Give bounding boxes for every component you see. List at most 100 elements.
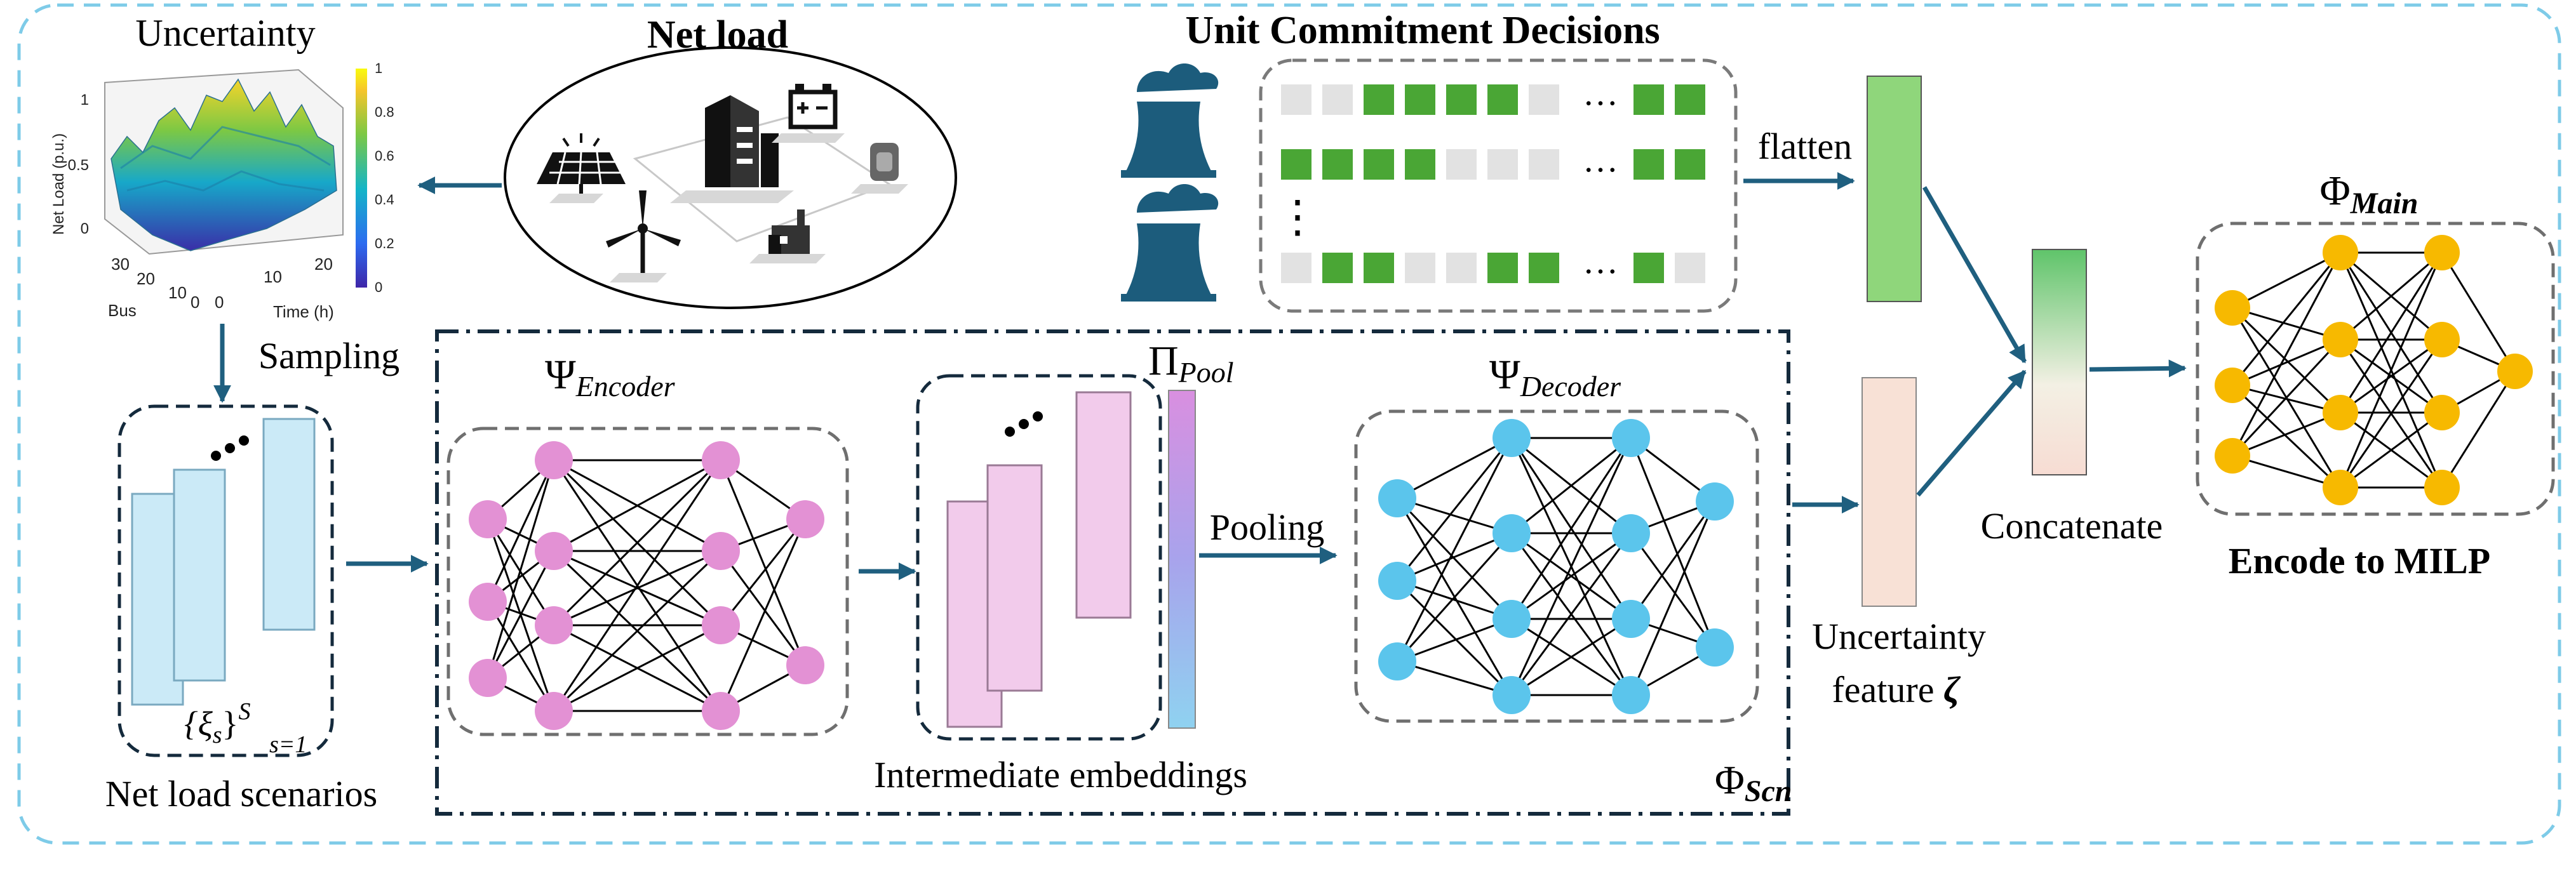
uncertainty-feature-vector: [1862, 377, 1917, 607]
network-edge: [2232, 251, 2341, 309]
network-node: [535, 441, 573, 479]
surface-plot: Net Load (p.u.) 0 0.5 1 30 20 10 0 0 10 …: [50, 60, 394, 321]
uncertainty-title: Uncertainty: [135, 12, 315, 54]
network-node: [1493, 419, 1531, 457]
uc-cell-off: [1281, 253, 1311, 283]
network-node: [2323, 470, 2358, 505]
uc-cell-on: [1405, 84, 1435, 115]
embedding-vector: [986, 464, 1043, 692]
network-edge: [1510, 437, 1632, 696]
network-node: [1696, 628, 1734, 667]
network-edge: [1396, 533, 1513, 662]
pi-symbol: Π: [1148, 338, 1179, 384]
network-node: [535, 692, 573, 730]
encoder-label: ΨEncoder: [545, 352, 676, 402]
scn-subscript: Scn: [1745, 774, 1792, 808]
surface-bus-tick: 10: [168, 283, 187, 302]
network-edge: [1397, 532, 1512, 582]
encoder-network: [469, 441, 824, 730]
pool-label: ΠPool: [1148, 338, 1234, 388]
uc-cell-on: [1281, 149, 1311, 180]
network-node: [469, 583, 507, 621]
network-edge: [2339, 252, 2443, 413]
main-network: [2215, 235, 2533, 505]
dots: [1033, 411, 1043, 421]
scenario-vector: [173, 468, 226, 682]
phi-scn-box: [435, 329, 1790, 816]
sampling-label: Sampling: [258, 335, 399, 376]
arrow-unc-to-concat: [1916, 369, 2027, 497]
arrow-concat-to-main: [2089, 359, 2187, 378]
colorbar-tick: 1: [375, 60, 382, 76]
scenario-set-sup: S: [238, 698, 250, 725]
network-edge: [2232, 307, 2341, 341]
psi-symbol: Ψ: [545, 352, 576, 398]
uc-cell-on: [1322, 149, 1353, 180]
uc-cell-on: [1633, 253, 1664, 283]
network-node: [1493, 514, 1531, 552]
uc-grid: [1281, 84, 1705, 283]
network-edge: [1511, 618, 1632, 696]
uc-ellipsis: …: [1583, 140, 1618, 180]
surface-zlabel: Net Load (p.u.): [50, 133, 67, 235]
uc-cell-off: [1675, 253, 1705, 283]
network-node: [1696, 482, 1734, 521]
network-node: [2215, 438, 2250, 474]
network-edge: [2340, 411, 2443, 489]
colorbar-tick: 0.8: [375, 104, 394, 120]
uc-cell-off: [1529, 84, 1559, 115]
surface-ztick: 0.5: [68, 157, 89, 174]
network-edge: [2231, 252, 2342, 386]
uc-cell-off: [1405, 253, 1435, 283]
concatenate-label: Concatenate: [1981, 505, 2163, 547]
phi-symbol: Φ: [1715, 757, 1745, 802]
network-node: [535, 532, 573, 570]
uc-cell-on: [1529, 253, 1559, 283]
surface-ridges: [120, 126, 331, 192]
surface-ztick: 1: [81, 91, 89, 109]
network-edge: [553, 550, 721, 627]
surface-mesh: [111, 78, 337, 251]
network-edge: [720, 519, 807, 712]
buildings-icon: [670, 95, 794, 203]
uc-cell-off: [1322, 84, 1353, 115]
dots: [1019, 419, 1029, 429]
dots: [225, 443, 235, 453]
embedding-vector: [1075, 391, 1132, 619]
network-edge: [1630, 437, 1716, 648]
uncertainty-feature-label-1: Uncertainty: [1812, 616, 1986, 657]
uncertainty-feature-text: feature: [1832, 669, 1943, 710]
scenario-vector: [262, 418, 316, 631]
network-edge: [2340, 251, 2443, 341]
scenario-set-range: s=1: [269, 731, 307, 758]
pooled-vector: [1168, 390, 1196, 729]
uc-feature-vector: [1867, 76, 1922, 302]
network-node: [535, 606, 573, 644]
encoder-box: [446, 427, 849, 736]
network-node: [1612, 600, 1650, 638]
network-edge: [1511, 437, 1632, 534]
uc-cell-on: [1633, 149, 1664, 180]
uc-cell-on: [1487, 84, 1518, 115]
pooling-label: Pooling: [1210, 507, 1325, 548]
zeta-symbol: ζ: [1943, 669, 1961, 710]
uc-cell-on: [1322, 253, 1353, 283]
phi-scn-label: ΦScn: [1715, 757, 1792, 808]
dots: [1005, 427, 1015, 437]
main-subscript: Main: [2350, 187, 2418, 220]
network-edge: [1396, 497, 1513, 620]
surface-time-label: Time (h): [273, 302, 334, 321]
uc-ellipsis: …: [1583, 74, 1618, 113]
network-edge: [2232, 338, 2341, 387]
network-node: [1378, 642, 1416, 680]
network-edge: [486, 550, 555, 679]
network-edge: [1630, 501, 1716, 620]
uc-panel: Unit Commitment Decisions … … … ⋮: [1121, 9, 1738, 313]
uc-vdots: ⋮: [1275, 193, 1320, 242]
psi-symbol: Ψ: [1489, 352, 1520, 398]
network-node: [1612, 676, 1650, 714]
decoder-label: ΨDecoder: [1489, 352, 1621, 402]
network-node: [702, 606, 740, 644]
uncertainty-panel: Uncertainty Net Load (p.u.) 0 0.5 1 30 2…: [50, 12, 394, 321]
